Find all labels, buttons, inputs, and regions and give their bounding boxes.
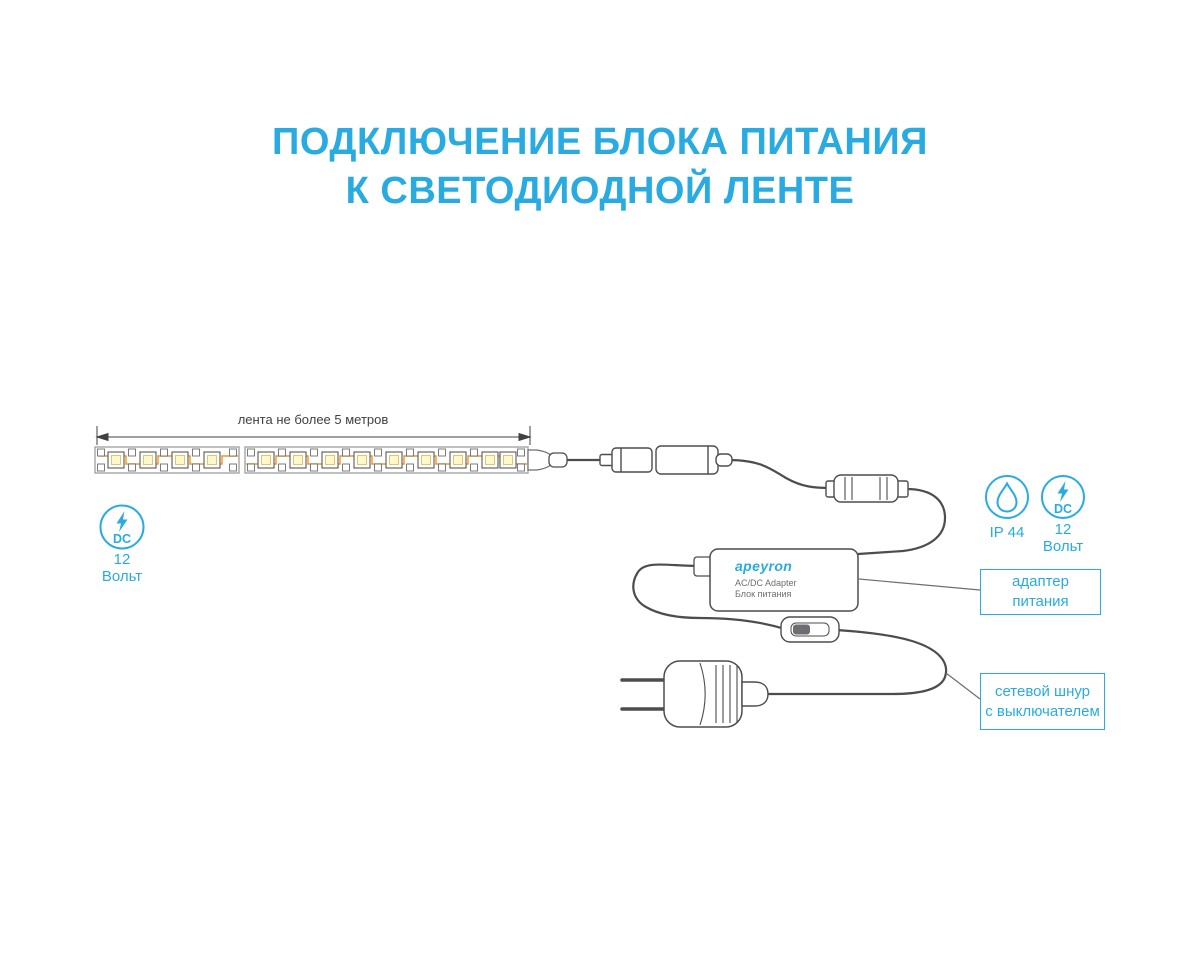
- callout-cord: сетевой шнур с выключателем: [980, 673, 1105, 730]
- callout-leaders: [858, 578, 981, 700]
- dc-voltage-label-right: 12 Вольт: [1023, 521, 1103, 555]
- ferrite-filter: [825, 474, 909, 503]
- water-drop-icon: [996, 481, 1018, 513]
- dimension-arrow-right: [518, 432, 532, 442]
- led-strip: [94, 446, 568, 474]
- dimension-line: [95, 426, 532, 445]
- strip-segment-1: [94, 446, 240, 474]
- eu-plug: [620, 660, 769, 728]
- ferrite-to-adapter-cable: [857, 487, 947, 556]
- ip-value: IP 44: [989, 524, 1025, 541]
- adapter-markings: apeyron AC/DC Adapter Блок питания: [735, 558, 797, 600]
- dc-plug-male-body: [611, 447, 653, 473]
- voltage-unit: Вольт: [1042, 538, 1084, 555]
- badge-ring: [985, 475, 1029, 519]
- adapter-type-label: AC/DC Adapter: [735, 578, 797, 588]
- page-title: ПОДКЛЮЧЕНИЕ БЛОКА ПИТАНИЯ К СВЕТОДИОДНОЙ…: [0, 118, 1200, 216]
- lightning-bolt-icon: [116, 511, 128, 532]
- adapter-body: [709, 548, 859, 612]
- ferrite-body: [833, 474, 899, 503]
- callout-cord-line-2: с выключателем: [985, 702, 1100, 720]
- strip-wire-sleeve: [548, 452, 568, 468]
- dc-badge-right: DC: [1041, 475, 1085, 519]
- leader-adapter: [858, 578, 981, 591]
- inline-switch: [780, 616, 840, 643]
- dc-text: DC: [113, 532, 131, 546]
- badge-ring: [99, 504, 145, 550]
- lightning-bolt-icon: [1057, 481, 1069, 502]
- plug-neck: [741, 681, 769, 707]
- callout-adapter: адаптер питания: [980, 569, 1101, 615]
- leader-cord: [945, 672, 981, 700]
- title-line-2: К СВЕТОДИОДНОЙ ЛЕНТЕ: [345, 170, 855, 212]
- badge-ring: [1041, 475, 1085, 519]
- voltage-unit: Вольт: [101, 568, 143, 585]
- connector-to-ferrite-cable: [727, 458, 833, 490]
- dimension-arrow-left: [95, 432, 109, 442]
- power-adapter: [693, 548, 859, 612]
- title-line-1: ПОДКЛЮЧЕНИЕ БЛОКА ПИТАНИЯ: [272, 121, 928, 163]
- dc-jack-tail: [715, 453, 733, 467]
- brand-logo: apeyron: [735, 558, 793, 574]
- voltage-value: 12: [1054, 521, 1072, 538]
- adapter-name-label: Блок питания: [735, 589, 792, 599]
- callout-cord-line-1: сетевой шнур: [994, 682, 1091, 700]
- switch-to-plug-cable: [758, 628, 948, 696]
- voltage-value: 12: [113, 551, 131, 568]
- callout-adapter-line-2: питания: [1012, 593, 1069, 610]
- callout-adapter-line-1: адаптер: [1012, 573, 1069, 590]
- adapter-to-switch-cable: [632, 563, 786, 631]
- dc-badge-left: DC: [99, 504, 145, 550]
- dc-text: DC: [1054, 502, 1072, 516]
- dc-connector: [599, 445, 733, 475]
- dc-voltage-label-left: 12 Вольт: [82, 551, 162, 585]
- ip-rating-label: IP 44: [967, 524, 1047, 541]
- ip44-badge: [985, 475, 1029, 519]
- switch-toggle: [793, 624, 810, 635]
- strip-length-label: лента не более 5 метров: [237, 412, 389, 427]
